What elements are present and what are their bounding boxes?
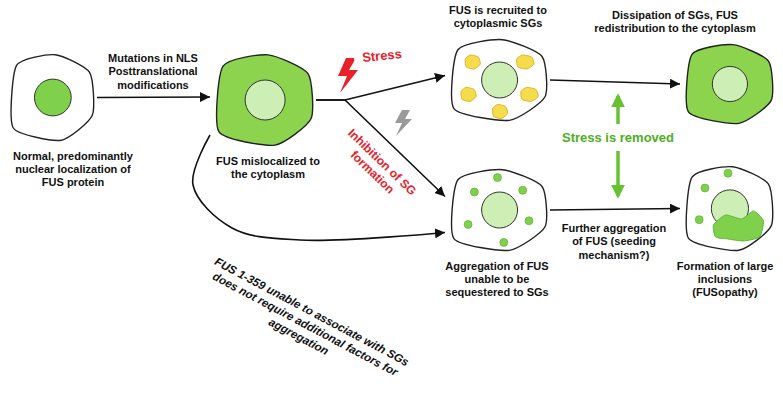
fus-aggregate [519,186,527,194]
stress-removed-arrow-down [616,151,620,196]
fus-aggregate [724,169,732,177]
cell-membrane [11,55,94,141]
cell-caption: FUS mislocalized to the cytoplasm [212,155,324,181]
stress-granule [517,55,534,69]
cell-membrane [686,45,772,124]
cell-membrane [686,167,772,251]
cell-drawing [5,50,97,145]
cell-caption: Formation of large inclusions (FUSopathy… [674,260,776,300]
arrow-label: Further aggregation of FUS (seeding mech… [558,222,670,262]
cell-membrane [217,55,313,145]
cell: Formation of large inclusions (FUSopathy… [680,162,776,255]
fus-aggregate [464,220,472,228]
stress-granule [492,104,507,118]
cell-drawing [445,165,550,255]
process-arrow [97,96,210,98]
fus-aggregate [470,188,478,196]
process-arrow [550,209,680,211]
cell-drawing [445,35,550,125]
cell-caption: FUS is recruited to cytoplasmic SGs [423,4,573,30]
cell-membrane [452,170,547,251]
fus-aggregate [494,174,502,182]
connectors [97,76,680,241]
cell: Dissipation of SGs, FUS redistribution t… [680,40,776,128]
large-inclusion [713,211,763,241]
process-arrow [316,76,445,101]
inhibition-lightning [395,110,412,136]
fus-aggregate [695,216,703,224]
fus-aggregate [525,217,533,225]
cell-drawing [210,50,316,150]
cell-caption: Dissipation of SGs, FUS redistribution t… [576,9,774,35]
cell-caption: Aggregation of FUS unable to be sequeste… [435,260,559,300]
fus-aggregate [701,184,709,192]
arrow-label: Stress [353,45,410,66]
nucleus [245,80,285,120]
nucleus [482,192,518,228]
stress-removed-label: Stress is removed [553,130,683,146]
stress-granule [465,55,480,69]
cell-drawing [680,40,776,128]
fus-aggregate [500,238,508,246]
nucleus [34,79,71,116]
arrow-label: FUS 1-359 unable to associate with SGs d… [198,255,412,395]
cell-membrane [452,40,547,121]
stress-granule [521,87,538,101]
cell: FUS mislocalized to the cytoplasm [210,50,316,150]
inhibition-lightning [395,110,412,136]
cell: FUS is recruited to cytoplasmic SGs [445,35,550,125]
stress-granule [461,87,476,101]
cell: Aggregation of FUS unable to be sequeste… [445,165,550,255]
cell-caption: Normal, predominantly nuclear localizati… [3,150,143,190]
nucleus [482,62,518,98]
stress-removed-arrow-up [616,96,620,124]
arrow-label: Mutations in NLS Posttranslational modif… [97,52,209,92]
nucleus [712,66,747,101]
process-arrow [550,80,680,84]
cell: Normal, predominantly nuclear localizati… [5,50,97,145]
cell-drawing [680,162,776,255]
arrow-label: Inhibition of SG formation [327,118,426,215]
